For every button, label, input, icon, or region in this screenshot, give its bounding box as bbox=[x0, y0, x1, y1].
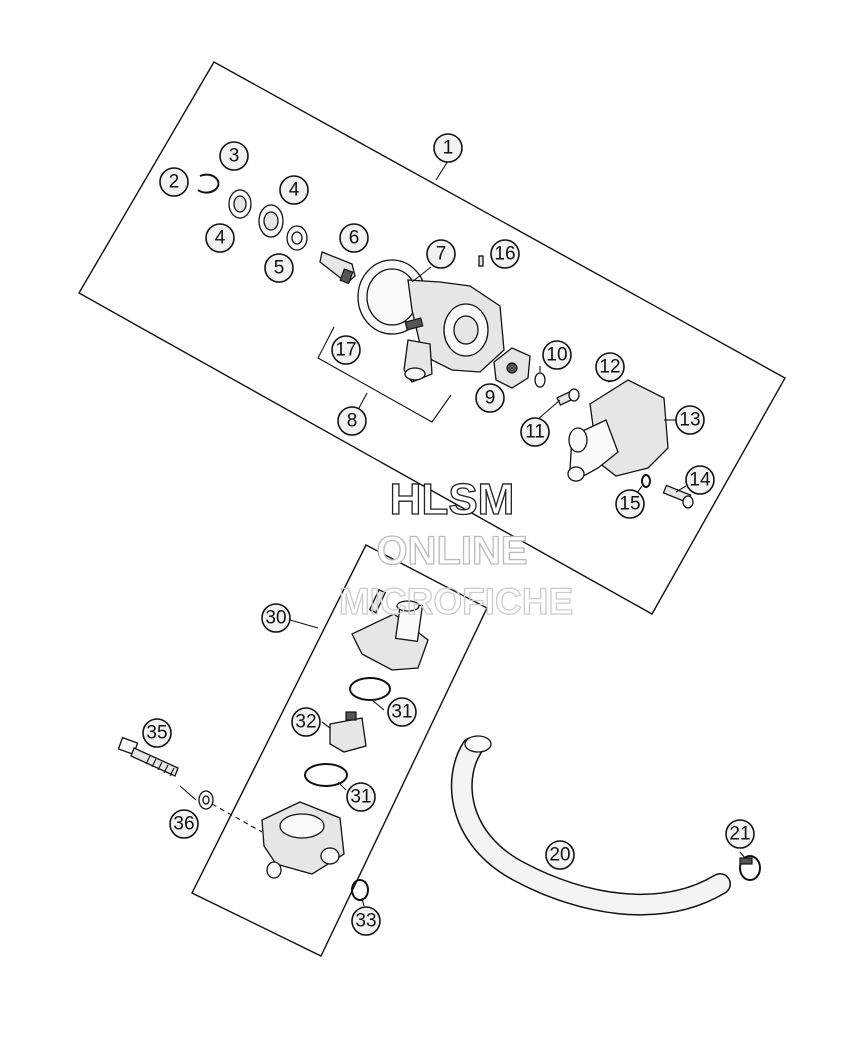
thermostat-assembly-frame bbox=[191, 544, 488, 957]
svg-text:6: 6 bbox=[349, 228, 360, 249]
svg-text:8: 8 bbox=[347, 411, 358, 432]
hose-clamp-part bbox=[739, 855, 761, 881]
callout-4a: 4 bbox=[279, 175, 309, 205]
callout-3: 3 bbox=[219, 141, 249, 171]
o-ring-part-15 bbox=[641, 474, 651, 488]
svg-text:9: 9 bbox=[485, 388, 496, 409]
callout-31a: 31 bbox=[387, 697, 417, 727]
callout-13: 13 bbox=[675, 405, 705, 435]
bearing-part-1 bbox=[228, 189, 252, 219]
svg-text:20: 20 bbox=[549, 845, 570, 866]
circlip-part bbox=[197, 173, 220, 194]
svg-text:5: 5 bbox=[274, 258, 285, 279]
thermostat-part bbox=[329, 711, 367, 753]
watermark-line-2: ONLINE bbox=[376, 529, 527, 573]
svg-text:4: 4 bbox=[289, 180, 300, 201]
callout-10: 10 bbox=[542, 340, 572, 370]
svg-text:3: 3 bbox=[229, 146, 240, 167]
washer-part-36 bbox=[198, 790, 214, 810]
callout-2: 2 bbox=[159, 167, 189, 197]
leader-33 bbox=[361, 897, 365, 907]
svg-text:17: 17 bbox=[335, 340, 356, 361]
leader-7 bbox=[411, 266, 432, 283]
leader-31a bbox=[371, 699, 385, 711]
callout-4b: 4 bbox=[205, 223, 235, 253]
svg-text:21: 21 bbox=[729, 824, 750, 845]
leader-21 bbox=[739, 851, 746, 859]
callout-16: 16 bbox=[490, 239, 520, 269]
svg-text:33: 33 bbox=[355, 911, 376, 932]
svg-text:4: 4 bbox=[215, 228, 226, 249]
svg-text:36: 36 bbox=[173, 814, 194, 835]
svg-text:31: 31 bbox=[350, 787, 371, 808]
pump-housing-part bbox=[403, 279, 505, 383]
bolt-axis-line bbox=[211, 803, 263, 833]
thermostat-cover-part bbox=[351, 600, 429, 671]
pin-part-16 bbox=[478, 255, 484, 267]
washer-part bbox=[534, 372, 546, 388]
bearing-part-2 bbox=[258, 204, 284, 238]
pump-cover-part bbox=[567, 379, 669, 482]
water-pump-assembly-frame bbox=[78, 61, 786, 615]
seal-ring-part bbox=[286, 225, 308, 251]
gasket-part bbox=[357, 259, 427, 335]
leader-11 bbox=[536, 399, 561, 421]
svg-text:32: 32 bbox=[295, 712, 316, 733]
pump-housing-subframe bbox=[317, 326, 452, 423]
callout-15: 15 bbox=[615, 489, 645, 519]
svg-text:2: 2 bbox=[169, 172, 180, 193]
callout-33: 33 bbox=[351, 906, 381, 936]
callout-32: 32 bbox=[291, 707, 321, 737]
leader-14 bbox=[675, 485, 687, 493]
callout-14: 14 bbox=[685, 465, 715, 495]
callout-11: 11 bbox=[520, 417, 550, 447]
svg-text:31: 31 bbox=[391, 702, 412, 723]
leader-30 bbox=[289, 619, 319, 629]
svg-text:1: 1 bbox=[443, 138, 454, 159]
screw-part-14 bbox=[662, 484, 694, 509]
svg-text:10: 10 bbox=[546, 345, 567, 366]
svg-text:11: 11 bbox=[525, 422, 545, 443]
o-ring-part-31b bbox=[304, 763, 348, 787]
o-ring-part-33 bbox=[351, 879, 369, 901]
callout-20: 20 bbox=[545, 840, 575, 870]
callout-31b: 31 bbox=[346, 782, 376, 812]
leader-31b bbox=[337, 781, 347, 791]
callout-30: 30 bbox=[261, 603, 291, 633]
pump-shaft-part bbox=[319, 251, 356, 285]
callout-7: 7 bbox=[426, 239, 456, 269]
watermark-line-1: HLSM bbox=[390, 475, 515, 524]
leader-35 bbox=[179, 785, 197, 801]
leader-32 bbox=[321, 721, 331, 729]
bolt-part-30 bbox=[368, 588, 387, 614]
hose-part bbox=[450, 735, 731, 916]
callout-6: 6 bbox=[339, 223, 369, 253]
svg-text:12: 12 bbox=[599, 357, 620, 378]
svg-text:16: 16 bbox=[494, 244, 515, 265]
callout-21: 21 bbox=[725, 819, 755, 849]
callout-35: 35 bbox=[142, 718, 172, 748]
callout-1: 1 bbox=[433, 133, 463, 163]
callout-17: 17 bbox=[331, 335, 361, 365]
leader-1 bbox=[435, 160, 449, 181]
callout-5: 5 bbox=[264, 253, 294, 283]
thermostat-housing-part bbox=[261, 801, 345, 879]
impeller-part bbox=[493, 347, 531, 389]
callout-9: 9 bbox=[475, 383, 505, 413]
svg-text:13: 13 bbox=[679, 410, 700, 431]
o-ring-part-31a bbox=[349, 677, 391, 701]
svg-text:7: 7 bbox=[436, 244, 447, 265]
callout-8: 8 bbox=[337, 406, 367, 436]
callout-12: 12 bbox=[595, 352, 625, 382]
watermark-line-3: MICROFICHE bbox=[339, 581, 573, 622]
screw-part-11 bbox=[556, 388, 580, 406]
svg-text:30: 30 bbox=[265, 608, 286, 629]
bolt-part-35 bbox=[117, 736, 179, 777]
svg-text:14: 14 bbox=[689, 470, 711, 491]
svg-text:15: 15 bbox=[619, 494, 640, 515]
svg-text:35: 35 bbox=[146, 723, 167, 744]
callout-36: 36 bbox=[169, 809, 199, 839]
